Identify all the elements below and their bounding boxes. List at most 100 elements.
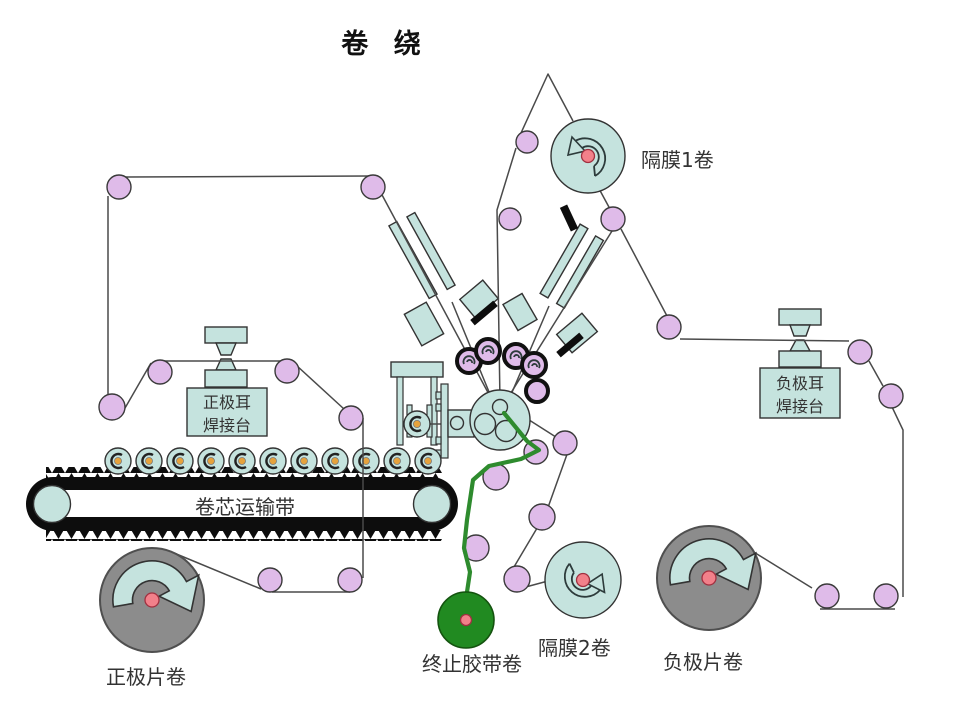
core-item	[321, 447, 349, 475]
core-item	[104, 447, 132, 475]
winder-frame	[390, 361, 475, 459]
bolt	[435, 403, 442, 412]
core-item	[383, 447, 411, 475]
roll-axis	[575, 572, 591, 588]
termination-tape-roll	[437, 591, 495, 649]
welder-tip	[789, 324, 811, 337]
rotation-arrow	[669, 538, 757, 591]
core-item	[290, 447, 318, 475]
welder-tip	[214, 342, 238, 356]
cores-on-conveyor	[104, 447, 442, 475]
guide-plate	[539, 223, 589, 299]
web-segment	[295, 364, 345, 410]
roller	[814, 583, 840, 609]
bolt	[435, 391, 442, 400]
positive-electrode-roll	[99, 547, 205, 653]
roller	[498, 207, 522, 231]
core-item	[414, 447, 442, 475]
positive-tab-welding-station	[186, 326, 268, 437]
rotation-arrow	[563, 563, 602, 598]
jelly-roll	[474, 337, 502, 365]
roller	[847, 339, 873, 365]
guide-block	[502, 292, 538, 332]
welder-head	[204, 326, 248, 344]
separator-roll-2	[544, 541, 622, 619]
roller	[360, 174, 386, 200]
side-plate	[440, 383, 449, 459]
arrow-head	[585, 572, 606, 594]
belt-pulley-right	[412, 484, 452, 524]
separator-roll-1	[550, 118, 626, 194]
cutter-blade	[470, 300, 498, 326]
roll-axis	[144, 592, 160, 608]
roller	[147, 359, 173, 385]
web-segment	[113, 175, 371, 178]
winding-head	[469, 389, 531, 451]
guide-plate	[405, 211, 457, 291]
guide-plate	[387, 220, 439, 300]
roller	[878, 383, 904, 409]
guide-block	[555, 312, 599, 354]
guide-block	[458, 279, 500, 319]
roller	[337, 567, 363, 593]
web-segment	[496, 147, 517, 403]
roller	[656, 314, 682, 340]
roller	[98, 393, 126, 421]
roll-axis	[459, 613, 473, 627]
web-segment	[868, 360, 884, 387]
core-item	[352, 447, 380, 475]
guide-plate	[555, 235, 605, 309]
cutter-blade	[556, 332, 584, 358]
roller	[552, 430, 578, 456]
core-conveyor	[26, 467, 458, 541]
roller	[338, 405, 364, 431]
jelly-roll	[520, 351, 548, 379]
cutter-blade	[559, 204, 579, 232]
guide-block	[403, 301, 445, 347]
roller	[600, 206, 626, 232]
roller	[503, 565, 531, 593]
web-segment	[173, 552, 262, 590]
web-segment	[503, 230, 613, 405]
negative-electrode-roll	[656, 525, 762, 631]
welder-head	[778, 308, 822, 326]
rollers	[98, 130, 904, 609]
rotation-arrow	[574, 137, 607, 177]
belt-face	[58, 490, 430, 517]
ringed-roller	[524, 378, 550, 404]
core-item	[228, 447, 256, 475]
frame-top-bar	[390, 361, 444, 378]
web-segment	[882, 387, 904, 597]
winding-needle	[491, 398, 509, 416]
roller	[257, 567, 283, 593]
roller	[528, 503, 556, 531]
roller	[873, 583, 899, 609]
station-box	[759, 367, 841, 419]
arrow-head	[566, 135, 587, 157]
welder-anvil	[778, 350, 822, 368]
core-center	[412, 419, 421, 428]
spindle	[473, 412, 497, 436]
gripper-pin	[449, 415, 465, 431]
belt-teeth-bottom	[46, 530, 442, 541]
termination-tape-path	[461, 410, 542, 595]
welder-anvil-tip	[788, 339, 812, 352]
station-box	[186, 387, 268, 437]
roller	[106, 174, 132, 200]
bolt	[435, 436, 442, 445]
core-item	[197, 447, 225, 475]
core-item	[135, 447, 163, 475]
core-arc	[409, 415, 422, 433]
wound-cores	[455, 337, 548, 379]
web-segment	[520, 73, 574, 134]
roller	[515, 130, 539, 154]
core-item	[259, 447, 287, 475]
roller	[274, 358, 300, 384]
rotation-arrow	[112, 560, 200, 613]
web-segment	[679, 338, 850, 342]
welder-anvil	[204, 369, 248, 388]
belt-pulley-left	[32, 484, 72, 524]
core-item	[166, 447, 194, 475]
